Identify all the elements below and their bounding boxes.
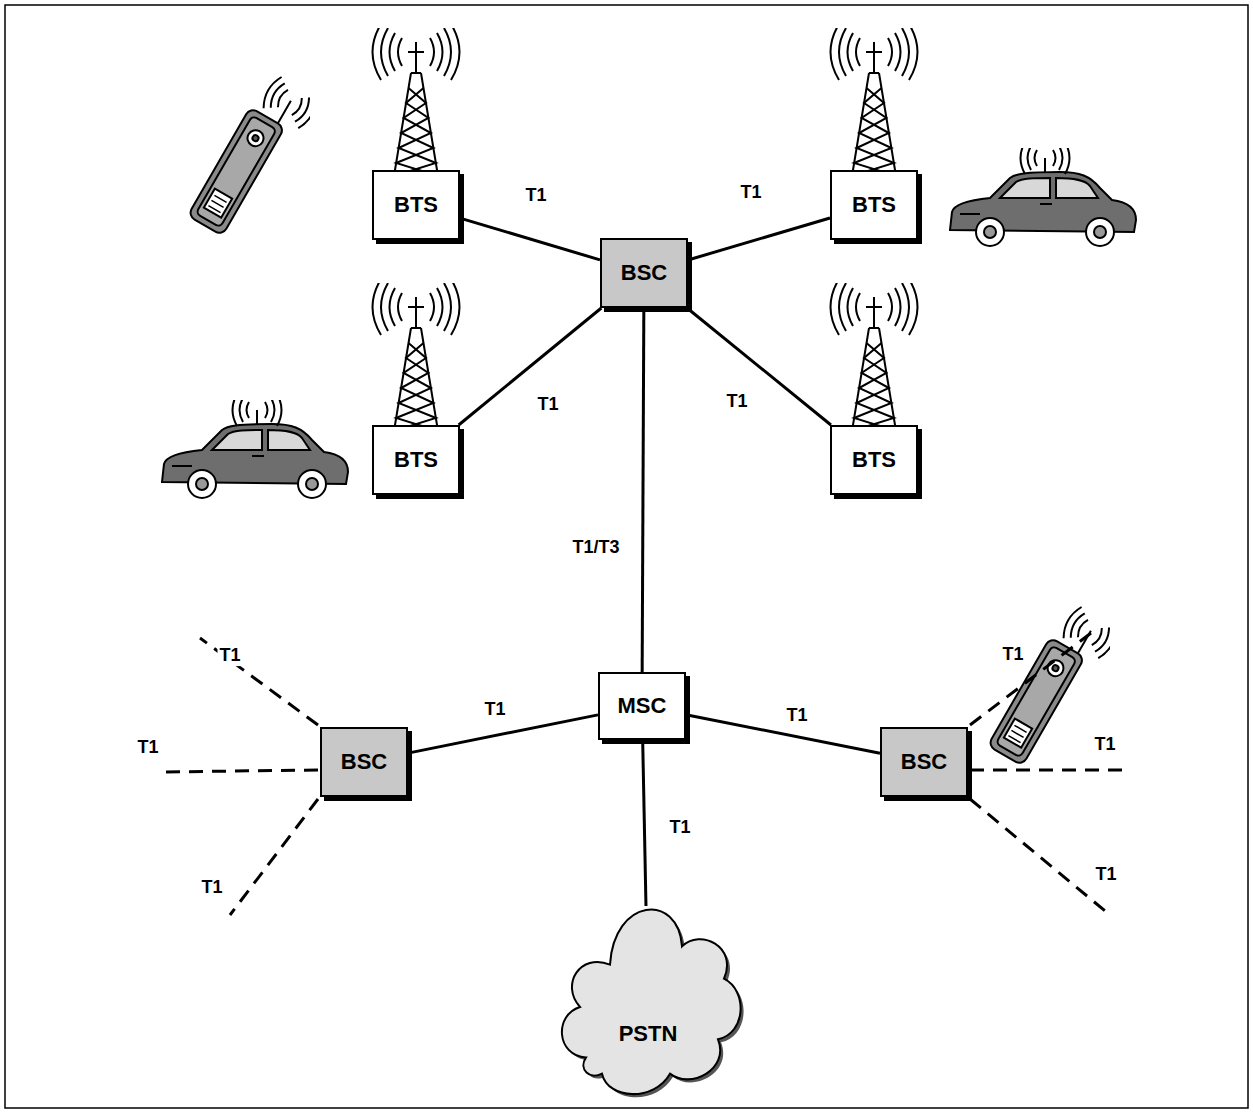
node-label: BSC (621, 261, 667, 285)
link-line (688, 218, 830, 260)
node-label: MSC (618, 694, 667, 718)
link-line (643, 740, 646, 906)
link-line (459, 308, 602, 425)
bts-box: BTS (372, 425, 460, 495)
phone-icon (988, 601, 1121, 774)
frame (5, 5, 1248, 1108)
link-line (687, 308, 831, 425)
node-label: BTS (394, 448, 438, 472)
link-line (460, 218, 600, 260)
tower-icon (373, 24, 460, 176)
node-label: BSC (341, 750, 387, 774)
car-icon (950, 142, 1136, 246)
link-label: T1 (738, 183, 763, 203)
bsc-box: BSC (880, 727, 968, 797)
link-line (408, 715, 598, 753)
bts-box: BTS (830, 425, 918, 495)
link-label: T1 (1092, 735, 1117, 755)
dashed-links (160, 630, 1125, 915)
link-label: T1 (199, 878, 224, 898)
link-label: T1 (523, 186, 548, 206)
link-label: T1 (1000, 645, 1025, 665)
link-label: T1 (535, 395, 560, 415)
bts-box: BTS (830, 170, 918, 240)
link-label: T1 (724, 392, 749, 412)
node-label: BTS (852, 448, 896, 472)
msc-box: MSC (598, 672, 686, 740)
node-label: BTS (852, 193, 896, 217)
link-label: T1 (667, 818, 692, 838)
link-line (642, 308, 644, 672)
bsc-box: BSC (320, 727, 408, 797)
car-icon (162, 394, 348, 498)
cloud-shape (548, 906, 748, 1108)
link-label: T1 (135, 738, 160, 758)
link-line (686, 715, 880, 754)
tower-icon (373, 279, 460, 431)
network-cloud: PSTN (548, 906, 748, 1108)
link-label: T1 (784, 706, 809, 726)
bsc-box: BSC (600, 238, 688, 308)
link-label: T1 (482, 700, 507, 720)
link-label: T1 (217, 646, 242, 666)
tower-icon (831, 24, 918, 176)
link-label: T1/T3 (570, 538, 621, 558)
node-label: BSC (901, 750, 947, 774)
bts-box: BTS (372, 170, 460, 240)
phone-icon (188, 71, 321, 244)
node-label: BTS (394, 193, 438, 217)
tower-icon (831, 279, 918, 431)
link-label: T1 (1093, 865, 1118, 885)
node-label: PSTN (619, 1022, 678, 1046)
